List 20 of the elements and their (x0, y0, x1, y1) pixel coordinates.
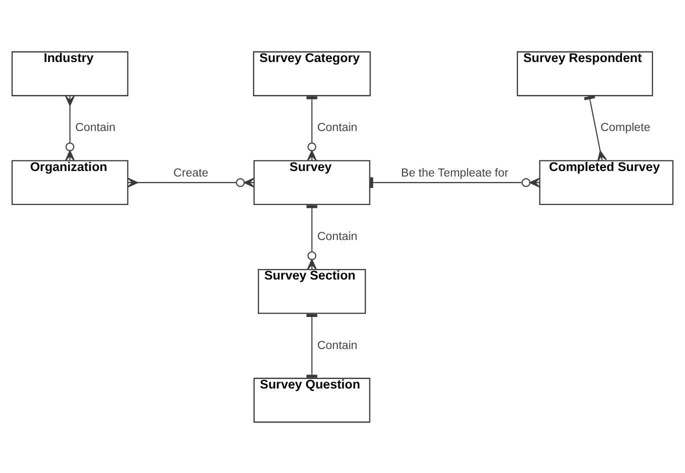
edge-label: Be the Templeate for (401, 166, 508, 179)
node-box: Completed Survey (539, 160, 674, 205)
node-box: Survey Respondent (516, 50, 654, 96)
node-box: Survey Category (253, 50, 371, 96)
node-box: Organization (12, 160, 128, 205)
connector (65, 94, 75, 161)
node-box: Survey Section (258, 268, 366, 314)
connector (306, 204, 318, 270)
connector (584, 94, 607, 162)
node-box: Survey (254, 160, 370, 205)
edge-label: Create (173, 166, 208, 179)
node-box: Survey Question (254, 377, 370, 422)
edge-label: Contain (75, 120, 116, 134)
node-box: Industry (12, 50, 128, 96)
edge-label: Complete (600, 120, 650, 134)
edge-label: Contain (317, 230, 358, 243)
connector (370, 176, 540, 188)
edge-label: Contain (317, 338, 358, 352)
connector (127, 177, 255, 187)
edge-label: Contain (317, 120, 358, 134)
